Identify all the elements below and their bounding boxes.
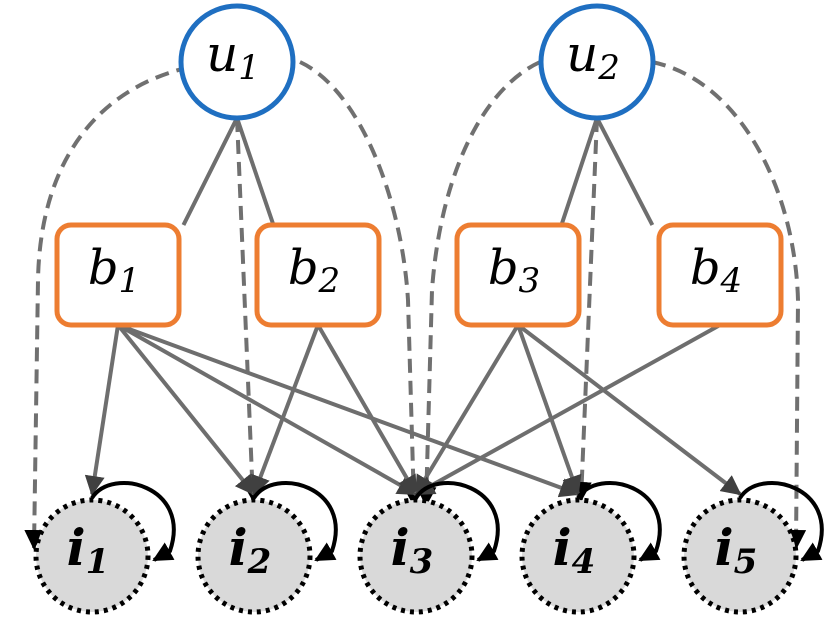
bundle-node-b3: b3 bbox=[454, 222, 582, 328]
item-node-i1: i1 bbox=[33, 497, 151, 615]
bundle-node-label: b1 bbox=[88, 240, 140, 302]
edge-b1-i3 bbox=[117, 323, 418, 496]
edge-u1-i2 bbox=[235, 117, 263, 502]
self-loop-i1 bbox=[90, 481, 176, 562]
edge-b2-i2 bbox=[251, 324, 320, 496]
edge-u2-i5 bbox=[651, 60, 807, 550]
bundle-node-b2: b2 bbox=[254, 222, 382, 328]
edge-b1-i2 bbox=[116, 323, 256, 496]
bundle-node-box bbox=[54, 222, 182, 328]
item-node-circle bbox=[33, 497, 151, 615]
bundle-node-b4: b4 bbox=[656, 222, 784, 328]
self-loop-i4 bbox=[576, 481, 662, 562]
item-node-circle bbox=[681, 497, 799, 615]
bundle-node-label: b3 bbox=[488, 240, 540, 302]
user-item-edges bbox=[24, 60, 807, 550]
edge-u1-i3 bbox=[299, 60, 424, 507]
item-node-label: i5 bbox=[715, 518, 758, 582]
bundle-node-label: b2 bbox=[288, 240, 340, 302]
edge-b1-i1 bbox=[84, 324, 120, 496]
edge-b1-i4 bbox=[117, 323, 580, 498]
bundle-edges bbox=[84, 117, 742, 498]
item-node-i3: i3 bbox=[357, 497, 475, 615]
nodes: u1 u2 b1 b2 b3 b4 i1 i2 i3 i4 i5 bbox=[33, 3, 799, 615]
bundle-node-box bbox=[656, 222, 784, 328]
edge-u2-b4 bbox=[595, 117, 655, 226]
edge-b2-i3 bbox=[316, 323, 418, 496]
item-node-label: i3 bbox=[391, 518, 434, 582]
self-loop-i5 bbox=[738, 481, 824, 562]
item-node-i2: i2 bbox=[195, 497, 313, 615]
item-node-circle bbox=[357, 497, 475, 615]
self-loop-i2 bbox=[252, 481, 338, 562]
bundle-node-b1: b1 bbox=[54, 222, 182, 328]
user-node-circle bbox=[178, 3, 296, 121]
edge-u1-b1 bbox=[181, 117, 239, 226]
item-node-circle bbox=[519, 497, 637, 615]
item-node-label: i1 bbox=[67, 518, 110, 582]
edge-u1-b2 bbox=[235, 117, 276, 226]
edge-b3-i5 bbox=[516, 323, 742, 496]
item-node-i4: i4 bbox=[519, 497, 637, 615]
user-node-label: u2 bbox=[566, 25, 620, 88]
self-loop-i3 bbox=[414, 481, 500, 562]
bundle-node-label: b4 bbox=[690, 240, 742, 302]
self-loops bbox=[90, 481, 824, 562]
user-node-label: u1 bbox=[206, 25, 260, 88]
edge-u2-i4 bbox=[571, 117, 599, 502]
edge-u2-i3 bbox=[416, 60, 541, 507]
item-node-i5: i5 bbox=[681, 497, 799, 615]
edge-b3-i3 bbox=[414, 323, 520, 496]
user-node-circle bbox=[538, 3, 656, 121]
user-node-u2: u2 bbox=[538, 3, 656, 121]
item-node-circle bbox=[195, 497, 313, 615]
edge-b3-i4 bbox=[516, 324, 582, 496]
edge-u1-i1 bbox=[24, 65, 191, 550]
item-node-label: i4 bbox=[553, 518, 596, 582]
edge-b4-i3 bbox=[414, 323, 721, 496]
edge-u2-b3 bbox=[559, 117, 599, 226]
bundle-node-box bbox=[454, 222, 582, 328]
item-node-label: i2 bbox=[229, 518, 272, 582]
user-node-u1: u1 bbox=[178, 3, 296, 121]
bundle-node-box bbox=[254, 222, 382, 328]
